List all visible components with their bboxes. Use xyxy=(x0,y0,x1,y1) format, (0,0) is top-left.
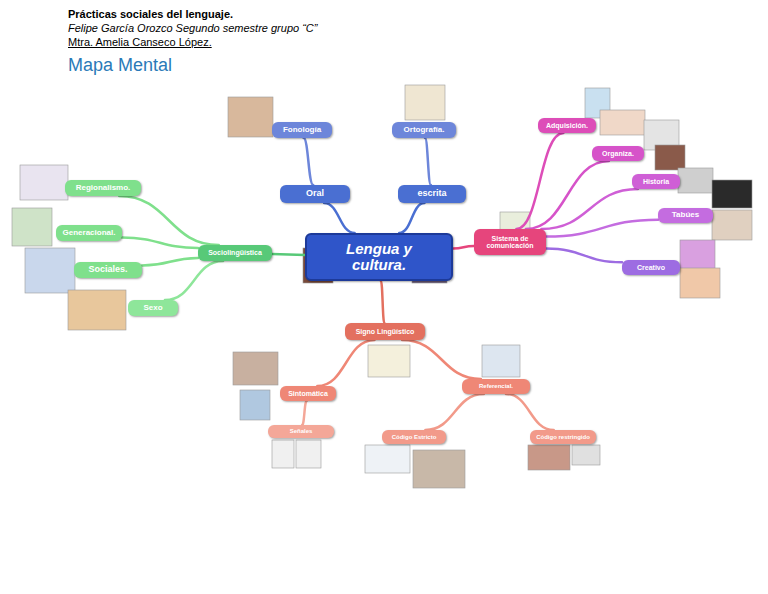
node-text: Lengua y cultura. xyxy=(325,241,433,273)
node-text: Sintomática xyxy=(288,390,328,397)
node-text: Referencial. xyxy=(479,383,513,389)
branch-connector xyxy=(453,246,474,248)
branch-connector xyxy=(399,203,424,233)
topic-node: Generacional. xyxy=(56,225,122,241)
topic-node: Sexo xyxy=(128,300,178,316)
node-text: Señales xyxy=(290,428,313,434)
node-text: Signo Lingüístico xyxy=(356,328,415,335)
node-text: Oral xyxy=(306,189,324,198)
topic-node: Sistema de comunicación xyxy=(474,229,546,255)
topic-node: Código restringido xyxy=(530,430,596,444)
node-text: Adquisición. xyxy=(546,122,588,129)
node-text: Generacional. xyxy=(63,229,116,237)
central-topic: Lengua y cultura. xyxy=(305,233,453,281)
node-text: Código Estricto xyxy=(392,434,437,440)
topic-node: Historia xyxy=(632,174,680,189)
topic-node: Tabúes xyxy=(658,208,713,223)
node-text: Creativo xyxy=(637,264,665,271)
node-text: Sexo xyxy=(143,304,162,312)
branch-connector xyxy=(506,394,554,430)
topic-node: Adquisición. xyxy=(538,118,596,133)
section-heading: Mapa Mental xyxy=(68,55,172,76)
header-line: Felipe García Orozco Segundo semestre gr… xyxy=(68,22,317,34)
branch-connector xyxy=(122,238,198,248)
topic-node: Organiza. xyxy=(592,146,644,161)
node-text: Código restringido xyxy=(536,434,590,440)
topic-node: Señales xyxy=(268,425,334,438)
branch-connector xyxy=(526,161,609,229)
topic-node: Ortografía. xyxy=(392,122,456,138)
branch-connector xyxy=(425,138,431,185)
picture-placeholders xyxy=(12,85,752,488)
branch-connector xyxy=(304,138,314,185)
node-text: Historia xyxy=(643,178,669,185)
node-text: Ortografía. xyxy=(404,126,445,134)
header-line: Mtra. Amelia Canseco López. xyxy=(68,36,212,48)
branch-connector xyxy=(142,258,198,265)
topic-node: escrita xyxy=(398,185,466,203)
branch-connector xyxy=(165,261,223,300)
branch-connector xyxy=(381,281,384,323)
node-text: Fonología xyxy=(283,126,321,134)
topic-node: Fonología xyxy=(272,122,332,138)
branch-connector xyxy=(324,203,354,233)
node-text: Sociales. xyxy=(88,265,127,274)
node-text: Sociolingüística xyxy=(208,249,262,256)
topic-node: Oral xyxy=(280,185,350,203)
branch-connector xyxy=(425,394,483,430)
branch-connector xyxy=(516,133,563,229)
topic-node: Referencial. xyxy=(462,379,530,394)
branch-connector xyxy=(302,401,306,425)
topic-node: Creativo xyxy=(622,260,680,275)
document-heading: Prácticas sociales del lenguaje. xyxy=(68,8,233,20)
topic-node: Código Estricto xyxy=(382,430,446,444)
branch-connector xyxy=(546,249,622,263)
node-text: Tabúes xyxy=(672,211,699,219)
node-text: Regionalismo. xyxy=(76,184,131,192)
topic-node: Signo Lingüístico xyxy=(345,323,425,340)
branch-connector xyxy=(546,220,658,237)
branch-connector xyxy=(317,340,374,386)
node-text: escrita xyxy=(417,189,446,198)
branch-connector xyxy=(272,253,305,256)
node-text: Organiza. xyxy=(602,150,634,157)
topic-node: Sociolingüística xyxy=(198,245,272,261)
branch-connector xyxy=(402,340,481,379)
topic-node: Regionalismo. xyxy=(65,180,141,196)
topic-node: Sintomática xyxy=(280,386,336,401)
node-text: Sistema de comunicación xyxy=(477,235,543,250)
topic-node: Sociales. xyxy=(74,262,142,278)
